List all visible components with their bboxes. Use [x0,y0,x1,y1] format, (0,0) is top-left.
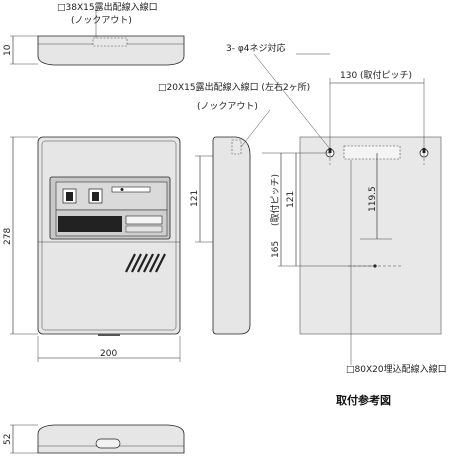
embed-knockout-label: □80X20埋込配線入線口 [346,363,447,375]
pitch-vertical-text: (取付ピッチ) [270,174,281,226]
dim-52-text: 52 [3,434,13,445]
side-knockout-sublabel: (ノックアウト) [197,101,258,112]
plate-165-dimension: 165 (取付ピッチ) [270,153,375,267]
top-knockout-label: □38X15露出配線入線口 [57,1,158,13]
depth-10-dimension: 10 [3,35,38,65]
side-knockout-label: □20X15露出配線入線口 (左右2ヶ所) [158,81,310,93]
side-view [212,109,271,335]
width-200-dimension: 200 [37,336,181,362]
pitch-130-text: 130 (取付ピッチ) [340,70,412,81]
dim-121-plate-text: 121 [286,191,296,208]
dim-10-text: 10 [3,44,13,56]
dim-278-text: 278 [3,228,13,245]
plate-121-dimension: 121 [262,152,330,266]
depth-52-dimension: 52 [3,424,38,454]
dim-119-5-text: 119.5 [368,186,378,212]
side-121-dimension: 121 [190,155,213,243]
display-strip [58,216,122,232]
dim-165-text: 165 [271,241,281,258]
mounting-plate [299,136,442,335]
height-278-dimension: 278 [3,136,38,335]
indicator-icon [120,188,124,191]
bottom-view [37,424,185,454]
diagram-title: 取付参考図 [336,393,391,407]
screw-leader [253,53,331,150]
dim-121-side-text: 121 [190,190,200,207]
plate-119-5-dimension: 119.5 [360,153,392,240]
dim-200-text: 200 [100,349,117,359]
speaker-grille [125,253,166,273]
front-view [37,136,181,336]
screw-holes-label: 3- φ4ネジ対応 [226,42,286,54]
top-knockout-sublabel: (ノックアウト) [71,15,132,26]
top-view [37,10,185,66]
pitch-130-dimension: 130 (取付ピッチ) [329,70,425,148]
